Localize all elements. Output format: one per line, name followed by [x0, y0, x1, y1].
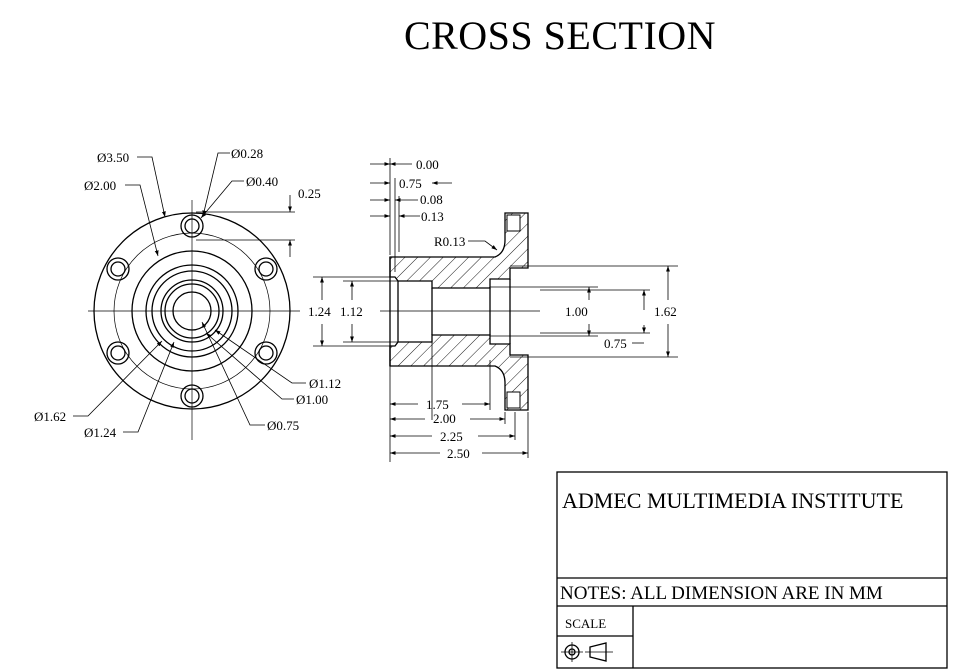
bore-124-circle — [151, 270, 233, 352]
upper-section-half — [389, 212, 529, 289]
label-d075: Ø0.75 — [267, 418, 299, 433]
label-013: 0.13 — [421, 209, 444, 224]
label-175: 1.75 — [426, 397, 449, 412]
label-d200: Ø2.00 — [84, 178, 116, 193]
front-view: Ø3.50 Ø2.00 Ø0.28 Ø0.40 0.25 Ø1.62 Ø1.24… — [34, 146, 341, 440]
label-250: 2.50 — [447, 446, 470, 461]
notes-text: NOTES: ALL DIMENSION ARE IN MM — [560, 583, 883, 604]
drawing-title: CROSS SECTION — [403, 13, 717, 58]
section-view: 0.00 0.75 0.08 0.13 R0.13 1.24 1.12 — [308, 157, 678, 462]
title-block-border — [556, 471, 948, 669]
label-075-right: 0.75 — [604, 336, 627, 351]
bore-075-circle — [172, 291, 212, 331]
label-075-top: 0.75 — [399, 176, 422, 191]
label-d162: Ø1.62 — [34, 409, 66, 424]
title-block: ADMEC MULTIMEDIA INSTITUTE NOTES: ALL DI… — [556, 471, 948, 669]
label-200: 2.00 — [433, 411, 456, 426]
label-008: 0.08 — [420, 192, 443, 207]
bore-162-circle — [145, 264, 239, 358]
label-000: 0.00 — [416, 157, 439, 172]
label-d112: Ø1.12 — [309, 376, 341, 391]
scale-label: SCALE — [565, 616, 606, 631]
bolt-holes — [106, 214, 278, 408]
label-d124: Ø1.24 — [84, 425, 117, 440]
label-d028: Ø0.28 — [231, 146, 263, 161]
label-d100: Ø1.00 — [296, 392, 328, 407]
flange-outer-circle — [93, 212, 291, 410]
hub-circle — [131, 250, 253, 372]
label-d040: Ø0.40 — [246, 174, 278, 189]
label-025: 0.25 — [298, 186, 321, 201]
label-162: 1.62 — [654, 304, 677, 319]
label-d350: Ø3.50 — [97, 150, 129, 165]
label-225: 2.25 — [440, 429, 463, 444]
projection-symbol-icon — [561, 642, 613, 662]
label-124: 1.24 — [308, 304, 331, 319]
label-r013: R0.13 — [434, 234, 465, 249]
label-112: 1.12 — [340, 304, 363, 319]
institute-name: ADMEC MULTIMEDIA INSTITUTE — [562, 488, 903, 513]
label-100: 1.00 — [565, 304, 588, 319]
bore-100-circle — [164, 283, 220, 339]
bore-112-circle — [160, 279, 224, 343]
